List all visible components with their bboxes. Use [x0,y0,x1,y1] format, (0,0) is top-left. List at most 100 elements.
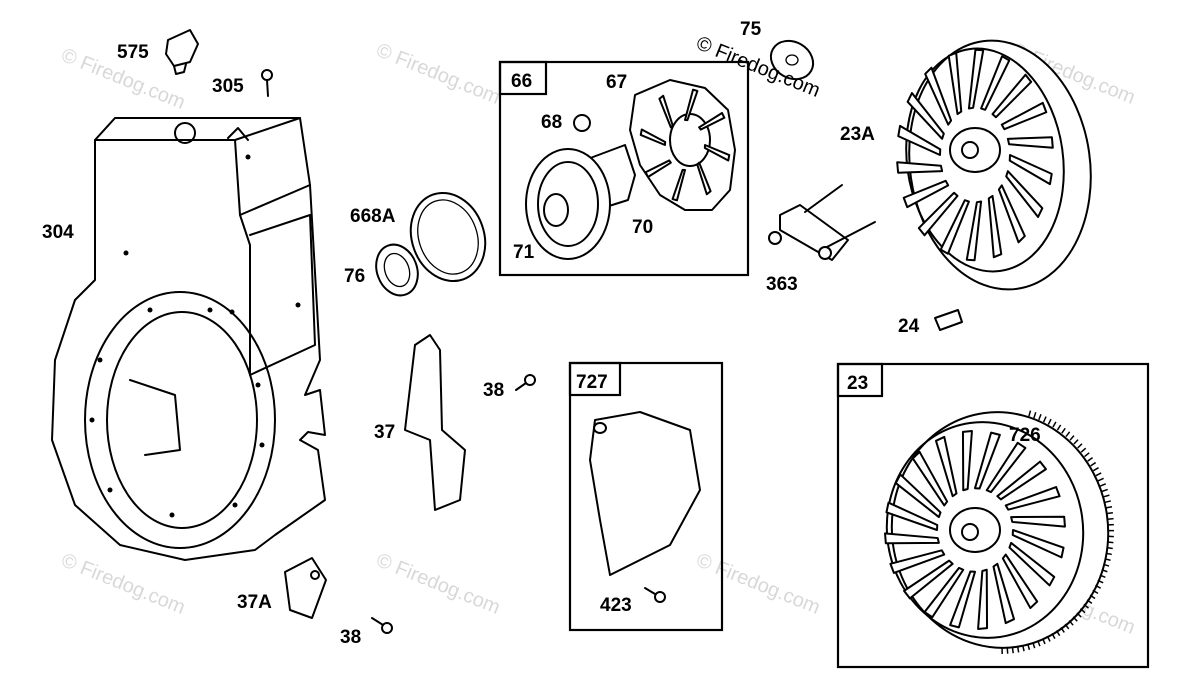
gear-tooth [1080,447,1087,453]
gear-tooth [1103,563,1110,567]
fan-blade [684,88,699,122]
callout-label-66: 66 [511,71,532,92]
gear-tooth [1056,424,1062,431]
watermark: © Firedog.com [693,549,823,619]
gear-tooth [1105,552,1112,556]
gear-tooth [1104,500,1111,504]
part-number-label: 575 [117,42,149,63]
gear-tooth [1087,457,1093,462]
part-number-label: 76 [344,266,365,287]
bracket-part [284,557,327,619]
fan-blade [924,66,953,126]
watermark: © Firedog.com [373,39,503,109]
gear-tooth [1052,421,1057,428]
gear-tooth [1101,569,1108,573]
gear-tooth [1107,541,1114,544]
part-number-label: 305 [212,76,244,97]
part-number-label: 726 [1009,425,1041,446]
gasket-part [409,191,487,283]
starter-housing-fins [639,88,731,202]
fan-blade [906,92,945,140]
gear-tooth [1107,517,1114,520]
gear-tooth [1032,642,1036,649]
gear-tooth [1038,414,1042,421]
blower-housing-part [51,117,326,561]
part-number-label: 24 [898,316,920,337]
fan-blade [985,441,1027,494]
gear-tooth [1099,483,1107,487]
fan-blade [967,48,985,110]
gear-tooth [1095,472,1102,477]
gear-tooth [1073,439,1079,445]
fan-blade [917,191,959,237]
gear-tooth [1092,467,1099,472]
flywheel-fins-23 [884,430,1066,630]
fan-blade [885,501,939,531]
part-number-label: 37 [374,422,395,443]
gear-tooth [1092,589,1099,595]
fan-blade [947,51,963,116]
gear-tooth [1068,620,1074,626]
callout-label-23: 23 [847,373,868,394]
part-number-label: 67 [606,72,627,93]
gear-tooth [1037,640,1041,647]
fan-blade [949,570,976,629]
gear-tooth [1103,494,1110,498]
gear-tooth [1099,574,1106,579]
gear-tooth [1027,643,1031,651]
gear-tooth [1104,558,1111,562]
part-number-label: 363 [766,274,798,295]
fan-blade [889,549,946,574]
fan-blade [658,94,674,129]
seal-part [375,243,419,297]
fan-blade [1008,154,1053,186]
key-part [934,309,963,331]
ball-part [573,114,591,132]
callout-box-727 [568,361,724,632]
fan-blade [897,124,942,156]
fan-blade [997,184,1026,244]
fan-blade [671,168,686,202]
fan-blade [980,55,1011,111]
washer-part [769,39,815,81]
fan-blade [698,111,726,131]
screw-part [644,587,666,603]
puller-part [768,184,876,261]
gear-tooth [1105,506,1113,509]
screw-part [261,69,273,97]
gear-tooth [1076,612,1082,618]
gear-tooth [1089,594,1096,600]
fan-blade [1008,541,1056,587]
pulley-part [525,148,611,260]
fan-blade [987,194,1003,259]
flywheel-fins-23a [896,48,1054,262]
gear-tooth [1090,461,1097,467]
screw-part [515,374,536,391]
fan-blade [903,559,954,600]
gear-tooth [1051,633,1056,640]
fan-blade [1011,529,1065,559]
fan-blade [894,473,942,519]
watermark: © Firedog.com [373,549,503,619]
fan-blade [644,159,672,179]
part-number-label: 38 [483,380,504,401]
part-number-label: 23A [840,124,875,145]
gear-tooth [1055,630,1061,637]
part-labels: 66 727 23 575 305 304 668A 76 37 37A 38 … [42,19,1041,648]
gear-tooth [1046,635,1051,642]
gear-tooth [1097,477,1104,482]
part-number-label: 70 [632,217,653,238]
gear-tooth [1079,608,1086,614]
guard-part [589,411,701,576]
gear-tooth [1065,431,1071,438]
fan-blade [884,532,940,545]
fan-blade [977,568,989,630]
fan-blade [965,200,983,262]
gear-tooth [1064,623,1070,630]
fan-blade [996,460,1047,501]
gear-tooth [1084,452,1090,458]
fan-blade [911,450,949,507]
gear-tooth [1077,443,1083,449]
fan-blade [961,430,973,492]
